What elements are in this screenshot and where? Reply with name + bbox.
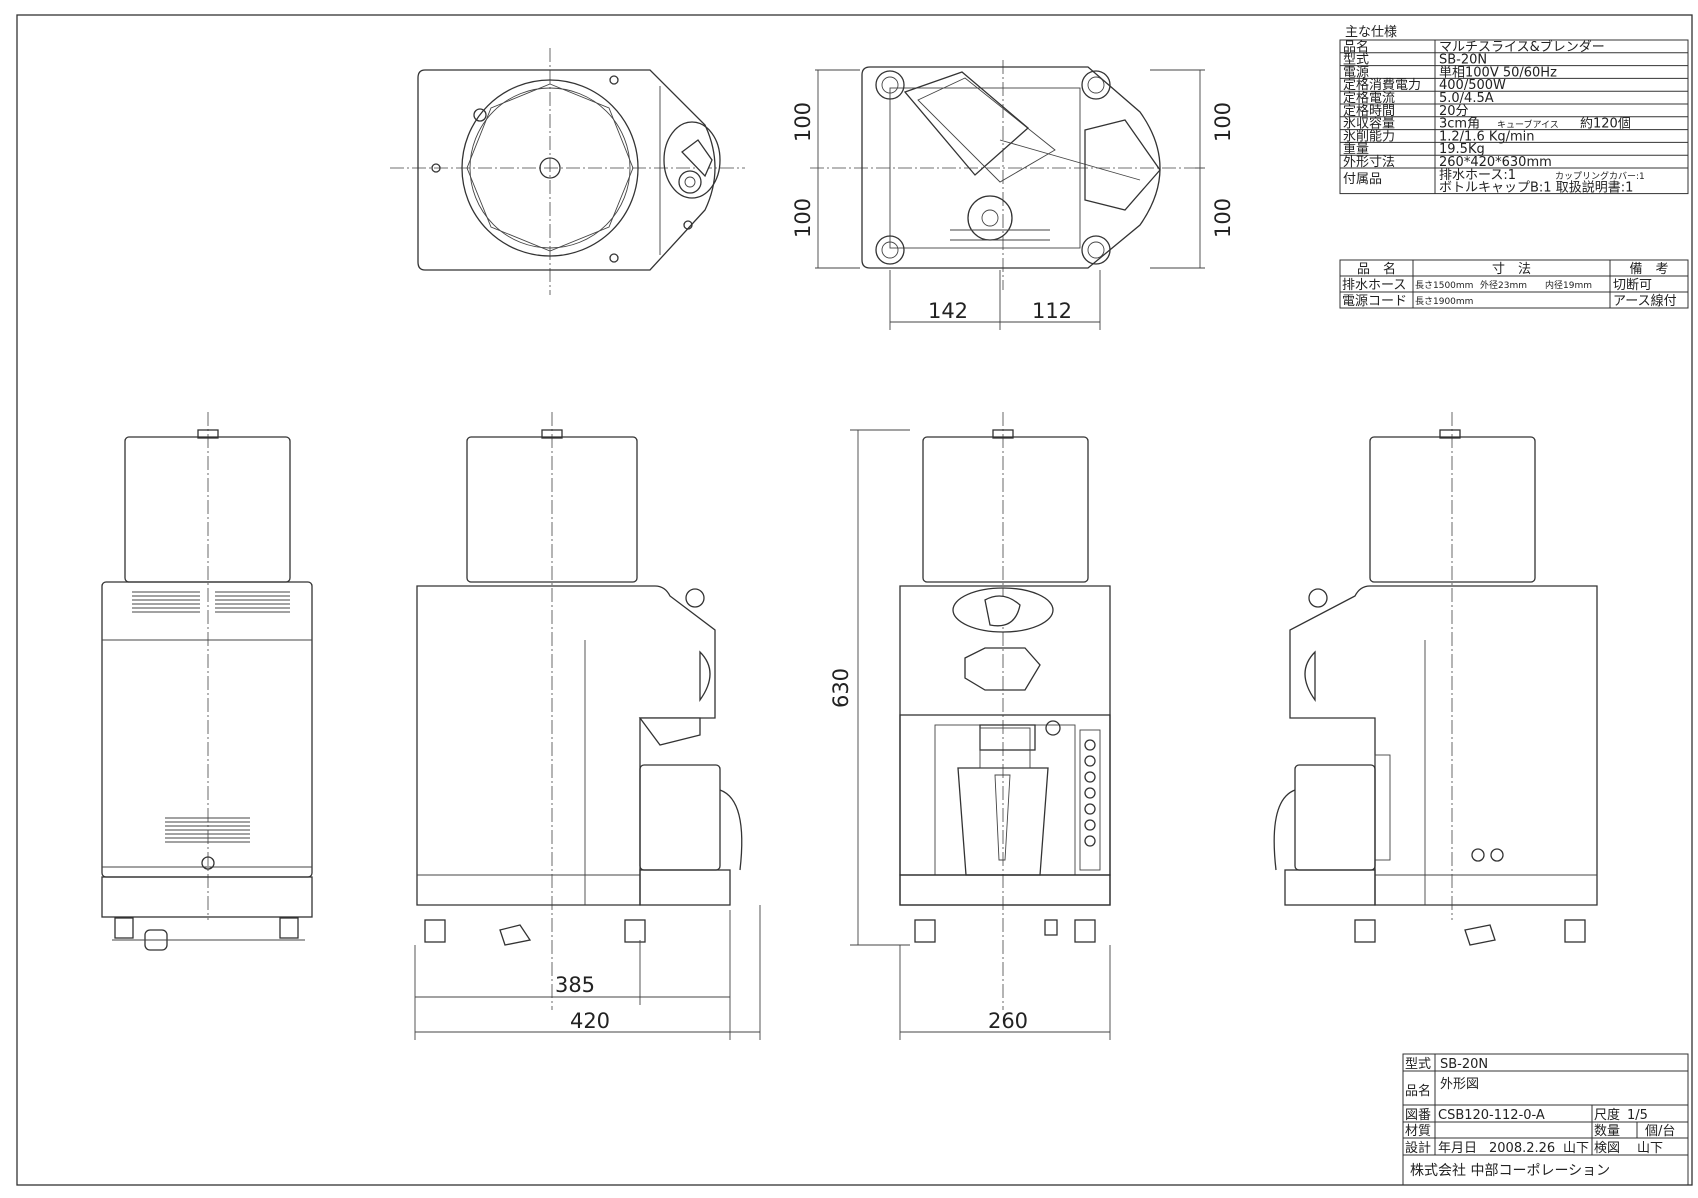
spec-value: 400/500W	[1439, 78, 1506, 93]
spec-label: 品名	[1343, 39, 1369, 55]
parts-header: 品 名	[1357, 261, 1396, 277]
spec-value-2: ボトルキャップB:1 取扱説明書:1	[1439, 180, 1633, 196]
parts-table: 品 名 寸 法 備 考排水ホース長さ1500mm 外径23mm 内径19mm 切断可電源コ…	[1339, 259, 1689, 309]
parts-dim: 長さ1900mm	[1415, 296, 1473, 307]
spec-value: 260*420*630mm	[1439, 155, 1552, 170]
spec-label: 付属品	[1343, 172, 1382, 187]
tb-name-label: 品名	[1405, 1083, 1431, 1099]
spec-value: マルチスライス&ブレンダー	[1439, 39, 1605, 55]
tb-company: 株式会社 中部コーポレーション	[1410, 1163, 1610, 1179]
spec-value-small: キューブアイス	[1497, 119, 1559, 131]
spec-label: 型式	[1343, 53, 1369, 68]
tb-checker: 山下	[1637, 1141, 1663, 1156]
spec-label: 外形寸法	[1343, 155, 1395, 170]
parts-note: 切断可	[1613, 278, 1652, 293]
spec-value-small: カップリングカバー:1	[1555, 170, 1645, 182]
tb-model: SB-20N	[1440, 1057, 1488, 1072]
dims-front	[850, 429, 1111, 1040]
spec-label: 定格電流	[1343, 90, 1395, 106]
front-view	[899, 412, 1111, 1010]
parts-header: 備 考	[1629, 261, 1668, 277]
spec-label: 定格消費電力	[1343, 77, 1421, 93]
parts-header: 寸 法	[1492, 262, 1531, 277]
tb-drawing-no: CSB120-112-0-A	[1438, 1108, 1545, 1123]
spec-value: 19.5Kg	[1439, 142, 1485, 157]
tb-qty-label: 数量	[1594, 1124, 1620, 1139]
side-view-right	[1273, 412, 1598, 946]
spec-value: 排水ホース:1	[1439, 168, 1516, 183]
dim-385: 385	[555, 973, 595, 997]
parts-name: 電源コード	[1342, 294, 1407, 309]
side-view-left	[416, 412, 743, 1010]
tb-drawing-no-label: 図番	[1405, 1108, 1431, 1123]
parts-dim: 内径19mm	[1545, 279, 1592, 291]
spec-value: SB-20N	[1439, 53, 1487, 68]
spec-label: 定格時間	[1343, 103, 1395, 119]
spec-value: 3cm角	[1439, 117, 1480, 132]
dim-right-100-lower: 100	[1211, 198, 1235, 238]
dim-630: 630	[829, 668, 853, 708]
sheet-border	[16, 14, 1693, 1186]
spec-value: 5.0/4.5A	[1439, 91, 1494, 106]
spec-table-title: 主な仕様	[1345, 25, 1397, 40]
dim-260: 260	[988, 1009, 1028, 1033]
spec-label: 氷削能力	[1343, 129, 1395, 144]
dim-right-100-upper: 100	[1211, 102, 1235, 142]
dim-left-100-upper: 100	[791, 102, 815, 142]
tb-designer: 山下	[1563, 1141, 1589, 1156]
tb-scale: 1/5	[1627, 1108, 1648, 1123]
tb-model-label: 型式	[1405, 1057, 1431, 1072]
tb-material-label: 材質	[1405, 1124, 1431, 1139]
dims-top-right	[815, 69, 1205, 330]
spec-label: 重量	[1343, 141, 1369, 157]
spec-label: 電源	[1343, 65, 1369, 80]
dim-bottom-142: 142	[928, 299, 968, 323]
dim-420: 420	[570, 1009, 610, 1033]
tb-name: 外形図	[1440, 1077, 1479, 1092]
parts-note: アース線付	[1613, 293, 1677, 309]
spec-label: 氷収容量	[1343, 116, 1395, 132]
tb-date: 2008.2.26	[1489, 1141, 1555, 1156]
spec-value: 1.2/1.6 Kg/min	[1439, 129, 1535, 144]
dim-left-100-lower: 100	[791, 198, 815, 238]
spec-value-tail: 約120個	[1580, 117, 1631, 132]
tb-date-label: 年月日	[1438, 1141, 1477, 1156]
spec-value: 20分	[1439, 104, 1469, 119]
tb-scale-label: 尺度	[1594, 1107, 1620, 1123]
back-view	[101, 412, 313, 951]
parts-dim: 長さ1500mm	[1415, 280, 1473, 291]
parts-dim: 外径23mm	[1480, 279, 1527, 291]
spec-value: 単相100V 50/60Hz	[1439, 64, 1557, 80]
top-view-internal	[810, 60, 1205, 290]
dim-bottom-112: 112	[1032, 299, 1072, 323]
dims-side	[414, 905, 761, 1040]
tb-qty: 個/台	[1645, 1124, 1675, 1139]
tb-check-label: 検図	[1594, 1141, 1620, 1156]
tb-design-label: 設計	[1405, 1140, 1431, 1156]
title-block	[1402, 1053, 1689, 1186]
top-view-plan	[390, 48, 745, 295]
parts-name: 排水ホース	[1342, 278, 1406, 293]
